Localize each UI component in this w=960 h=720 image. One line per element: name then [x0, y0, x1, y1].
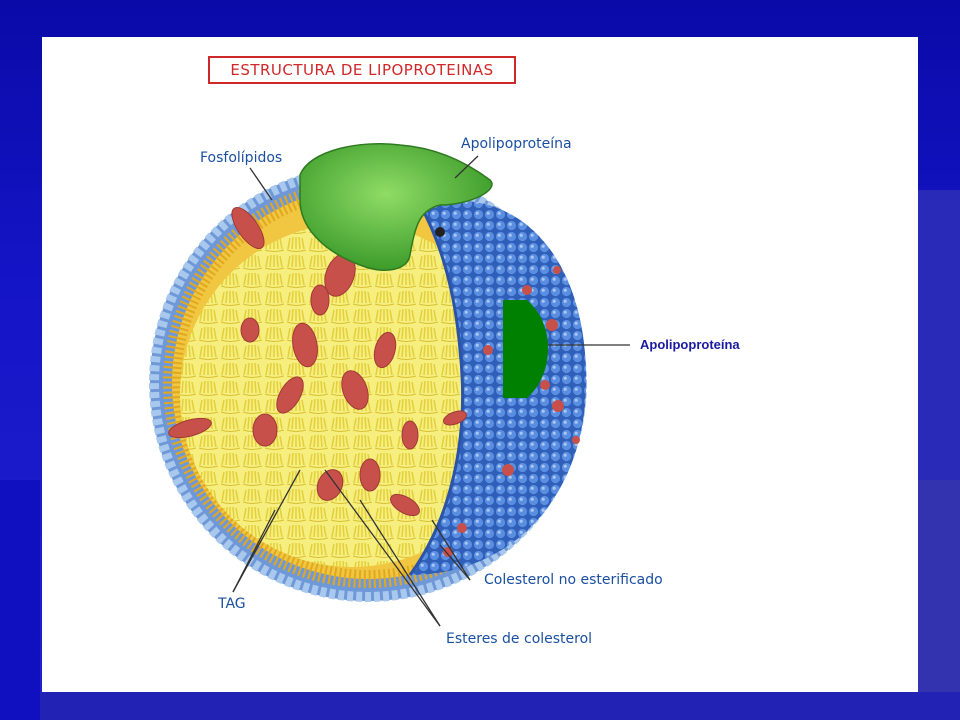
free-cholesterol-dots — [443, 266, 580, 557]
label-apolipoprotein-overlay: Apolipoproteína — [640, 337, 740, 352]
marker-dot — [435, 227, 445, 237]
diagram-title: ESTRUCTURA DE LIPOPROTEINAS — [208, 56, 516, 84]
label-phospholipids: Fosfolípidos — [200, 150, 283, 166]
label-cholesterol-esters: Esteres de colesterol — [446, 631, 593, 647]
leader-lines — [232, 155, 630, 627]
label-apolipoprotein: Apolipoproteína — [461, 136, 572, 152]
background-bottom-strip — [40, 692, 960, 720]
apolipoprotein-blob — [299, 143, 493, 271]
label-free-cholesterol: Colesterol no esterificado — [484, 572, 663, 588]
apolipoprotein-overlay-shape — [503, 300, 548, 398]
background-right-panel-lower — [918, 480, 960, 720]
background-left-strip — [0, 480, 40, 720]
surface-shell — [410, 200, 587, 575]
label-tag: TAG — [218, 596, 246, 612]
cholesterol-ester-blobs — [168, 207, 467, 517]
